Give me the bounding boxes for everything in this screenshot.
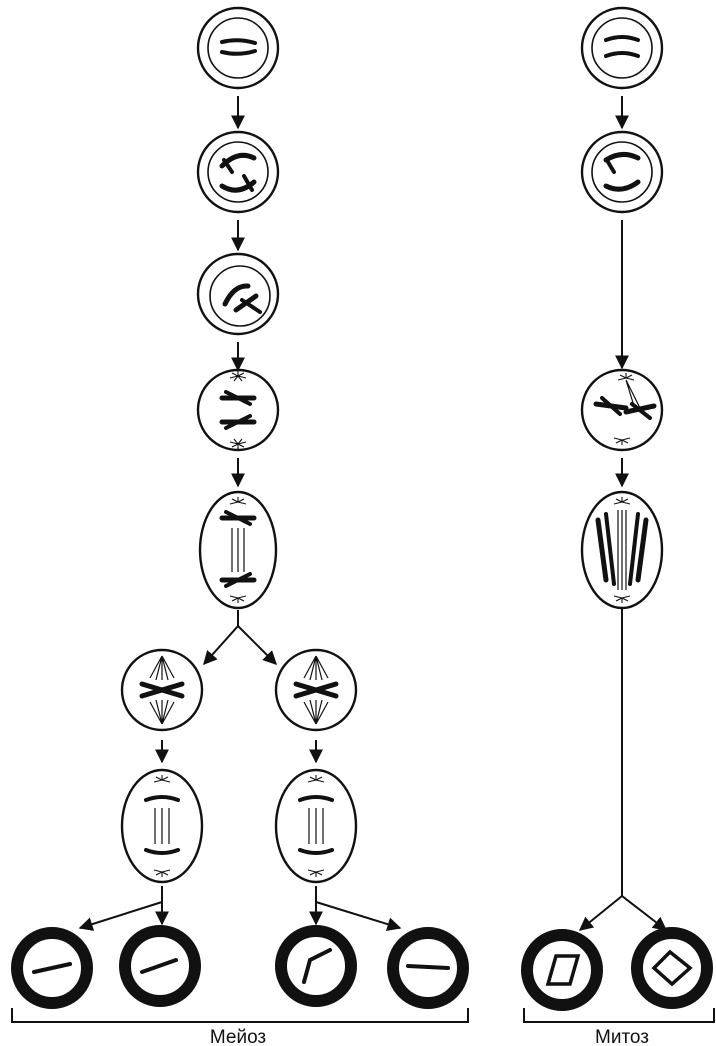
meiosis-cell-6a [122,650,202,730]
chromosome [606,53,638,56]
mitosis-cell-2 [582,132,662,212]
aster-icon [230,439,246,449]
mitosis-label: Митоз [595,1027,649,1046]
meiosis-cell-5 [200,492,276,608]
chromosome [296,684,336,696]
mitosis-cell-3 [582,370,662,450]
chromosome [300,797,332,800]
aster-icon [614,497,630,504]
aster-icon [614,596,630,603]
gamete-cell-2 [125,931,195,1001]
chromosome [146,797,178,800]
chromosome [606,182,638,189]
aster-icon [618,373,634,380]
aster-icon [614,438,630,445]
mitosis-cell-1 [582,8,662,88]
gamete-cell-4 [393,933,463,1003]
spindle-fibers [155,808,169,844]
split-arrows [80,886,400,928]
chromosome-pair [222,40,255,54]
chromosome [142,684,182,696]
chromosome-pair [222,155,254,190]
aster-icon [308,870,324,877]
meiosis-bracket [12,1008,468,1022]
meiosis-cell-4 [198,370,278,450]
aster-icon [230,371,246,381]
aster-icon [308,775,324,782]
meiosis-cell-3 [198,254,278,334]
chromosome [146,850,178,853]
mitosis-cell-4 [582,492,662,608]
chromosome [608,162,614,172]
chromosome [606,154,638,160]
chromosome [408,966,448,968]
meiosis-cell-1 [198,8,278,88]
split-arrows [580,608,666,930]
gamete-cell-3 [281,931,351,1001]
meiosis-cell-7a [122,770,202,882]
daughter-cell-2 [637,933,707,1003]
daughter-cell-1 [527,935,597,1005]
chromosome [34,964,70,972]
chromosome [142,960,176,972]
split-arrows [204,610,276,664]
meiosis-label: Мейоз [210,1027,266,1046]
chromosome [300,850,332,853]
mitosis-bracket [524,1008,714,1022]
meiosis-cell-7b [276,770,356,882]
chromosome [606,37,638,40]
meiosis-cell-6b [276,650,356,730]
aster-icon [154,870,170,877]
aster-icon [154,775,170,782]
aster-icon [230,596,246,603]
aster-icon [230,497,246,504]
gamete-cell-1 [17,933,87,1003]
spindle-fibers [618,510,626,590]
spindle-fibers [232,528,244,572]
meiosis-cell-2 [198,132,278,212]
chromosome-pair [222,392,254,428]
chromosome [304,950,330,982]
chromosome-pair [225,286,260,312]
chromosome [654,952,690,984]
spindle-fibers [309,808,323,844]
chromosome [548,956,578,984]
